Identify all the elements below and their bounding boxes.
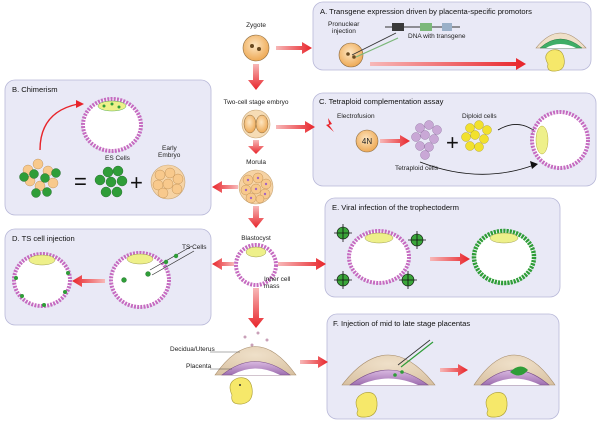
diploid-cells-label: Diploid cells <box>462 113 497 120</box>
panel-e-title: E. Viral infection of the trophectoderm <box>332 203 459 212</box>
transgene-dna <box>385 23 460 31</box>
tetraploid-cluster <box>411 120 442 160</box>
arrow-blastocyst-down <box>248 288 264 328</box>
arrow-morula-down <box>248 206 264 228</box>
panel-d-blastocyst-injected <box>109 245 195 309</box>
panel-a-placenta <box>535 32 587 72</box>
dna-label: DNA with transgene <box>408 33 466 40</box>
blastocyst <box>234 243 278 287</box>
arrow-e-inner <box>430 253 470 265</box>
svg-text:4N: 4N <box>362 137 372 146</box>
zygote-label: Zygote <box>246 22 266 29</box>
equals-sign: = <box>74 169 87 194</box>
plus-sign-b: + <box>130 170 143 195</box>
plus-sign-c: + <box>446 130 459 155</box>
panel-f-placenta-2 <box>473 354 556 418</box>
panel-f-title: F. Injection of mid to late stage placen… <box>333 319 470 328</box>
arrow-c-bottom <box>419 161 535 175</box>
arrow-twocell-down <box>248 140 264 154</box>
arrow-f-inner <box>440 364 468 376</box>
electrofusion-label: Electrofusion <box>337 113 375 120</box>
es-cells-cluster <box>94 165 128 198</box>
panel-a-title: A. Transgene expression driven by placen… <box>320 7 532 16</box>
electrofusion-bolt <box>326 118 334 132</box>
panel-c-title: C. Tetraploid complementation assay <box>319 97 444 106</box>
chimera-aggregate <box>19 158 61 198</box>
chimera-blastocyst <box>81 97 143 153</box>
two-cell-embryo <box>241 109 271 139</box>
virus-particles <box>334 224 426 289</box>
injected-zygote <box>338 32 399 68</box>
panel-b-title: B. Chimerism <box>12 85 58 94</box>
arrow-a-transgene <box>370 58 526 70</box>
blastocyst-label: Blastocyst <box>241 235 271 242</box>
panel-c <box>312 92 597 187</box>
arrow-to-panel-e <box>278 258 326 270</box>
arrow-to-panel-d <box>212 258 234 270</box>
placenta-center <box>210 331 297 376</box>
fused-4n-embryo: 4N <box>355 129 379 153</box>
panel-a <box>312 1 592 71</box>
arrow-b-curve <box>39 103 79 151</box>
early-embryo <box>150 164 186 200</box>
panel-e-blastocyst <box>347 229 411 285</box>
diploid-cluster <box>461 120 492 152</box>
es-cells-label: ES Cells <box>105 155 131 162</box>
panel-d-title: D. TS cell injection <box>12 234 75 243</box>
arrow-to-panel-a <box>276 42 312 54</box>
panel-d-blastocyst-final <box>12 252 72 308</box>
arrow-c-fuse <box>380 135 410 147</box>
morula-label: Morula <box>246 159 266 166</box>
arrow-to-panel-c <box>276 121 315 133</box>
fetus-center <box>229 377 253 405</box>
arrow-to-panel-b <box>212 181 238 193</box>
panel-e-infected-blastocyst <box>471 228 537 286</box>
two-cell-label: Two-cell stage embryo <box>223 99 288 106</box>
decidua-label: Decidua/Uterus <box>170 346 216 353</box>
panel-c-blastocyst <box>530 110 590 170</box>
placenta-label: Placenta <box>186 363 212 370</box>
zygote-cell <box>242 34 270 62</box>
arrow-zygote-down <box>248 64 264 90</box>
arrow-d-inner <box>72 275 105 287</box>
tetraploid-cells-label: Tetraploid cells <box>395 165 439 172</box>
arrow-to-panel-f <box>300 356 328 368</box>
morula-embryo <box>238 169 274 205</box>
ts-cells-label: TS Cells <box>182 244 207 251</box>
panel-f-placenta-1 <box>341 339 436 418</box>
